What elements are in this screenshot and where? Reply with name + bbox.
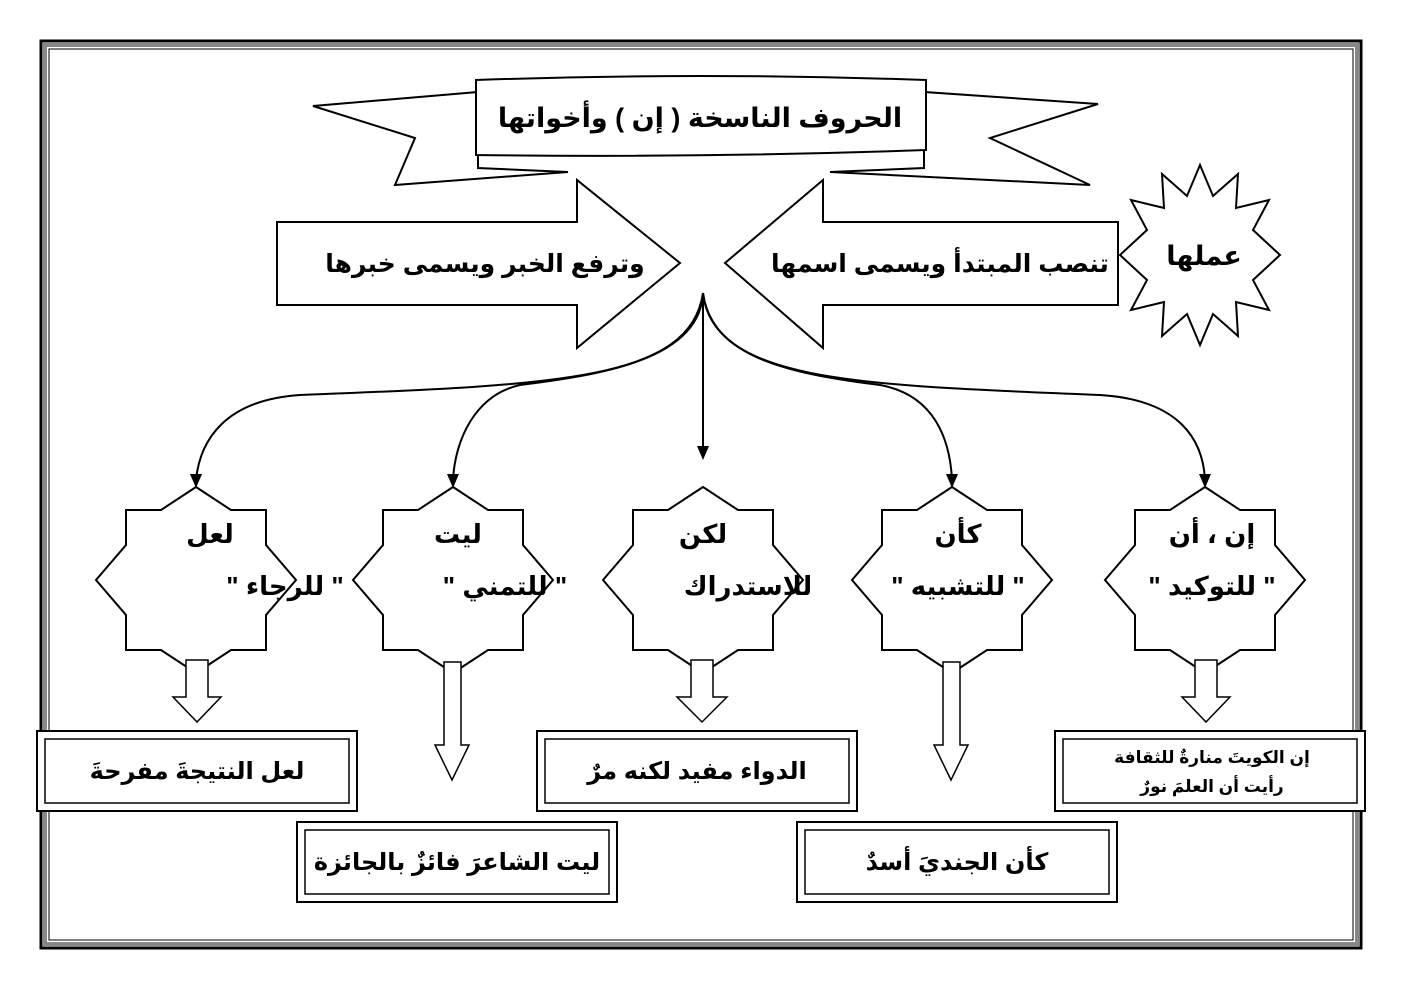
down-arrow-layta [433,661,471,782]
down-arrow-kaanna [932,661,970,782]
function-burst: عملها [1118,162,1282,348]
example-laalla: لعل النتيجةَ مفرحةَ [90,758,305,785]
particle-star-laalla: لعل " للرجاء " [94,485,344,675]
example-box-kaanna: كأن الجنديَ أسدٌ [796,821,1118,903]
particle-star-layta: ليت " للتمني " [351,485,567,675]
nominative-effect-arrow: وترفع الخبر ويسمى خبرها [276,177,682,351]
down-arrow-laalla [171,659,223,724]
function-label: عملها [1166,241,1242,272]
particle-name: إن ، أن [1169,517,1256,550]
particle-name: ليت [434,519,482,549]
effect-right-text: تنصب المبتدأ ويسمى اسمها [771,247,1109,279]
example-layta: ليت الشاعرَ فائزٌ بالجائزة [314,849,600,876]
down-arrow-lakin [675,659,729,724]
particle-name: لعل [186,519,234,549]
particle-meaning: " للتشبيه " [891,571,1025,601]
example-box-layta: ليت الشاعرَ فائزٌ بالجائزة [296,821,618,903]
down-arrow-inna [1180,659,1232,724]
particle-star-lakin: لكن للاستدراك [601,485,812,675]
example-box-laalla: لعل النتيجةَ مفرحةَ [36,730,358,812]
example-box-inna: إن الكويتَ منارةٌ للثقافة رأيت أن العلمَ… [1054,730,1366,812]
example-box-lakin: الدواء مفيد لكنه مرٌ [536,730,858,812]
particle-name: لكن [679,519,727,550]
example-lakin: الدواء مفيد لكنه مرٌ [586,758,806,785]
example-inna-line2: رأيت أن العلمَ نورٌ [1139,775,1283,797]
example-inna-line1: إن الكويتَ منارةٌ للثقافة [1114,748,1310,768]
particle-meaning: " للرجاء " [226,571,343,602]
particle-star-inna: إن ، أن " للتوكيد " [1103,485,1307,675]
example-kaanna: كأن الجنديَ أسدٌ [866,846,1049,876]
title-banner: الحروف الناسخة ( إن ) وأخواتها [312,75,1099,187]
page-border [39,39,1363,950]
branch-connectors [195,292,1206,481]
diagram-title: الحروف الناسخة ( إن ) وأخواتها [498,100,902,134]
effect-left-text: وترفع الخبر ويسمى خبرها [325,250,644,279]
particle-meaning: " للتمني " [443,571,567,601]
particle-meaning: " للتوكيد " [1148,571,1275,602]
branch-arrowheads [190,446,1211,488]
burst-shape [1118,162,1282,348]
down-arrows [171,659,1232,782]
particle-name: كأن [934,517,982,549]
accusative-effect-arrow: تنصب المبتدأ ويسمى اسمها [723,177,1119,351]
particle-meaning: للاستدراك [684,571,812,601]
particle-star-kaanna: كأن " للتشبيه " [850,485,1054,675]
